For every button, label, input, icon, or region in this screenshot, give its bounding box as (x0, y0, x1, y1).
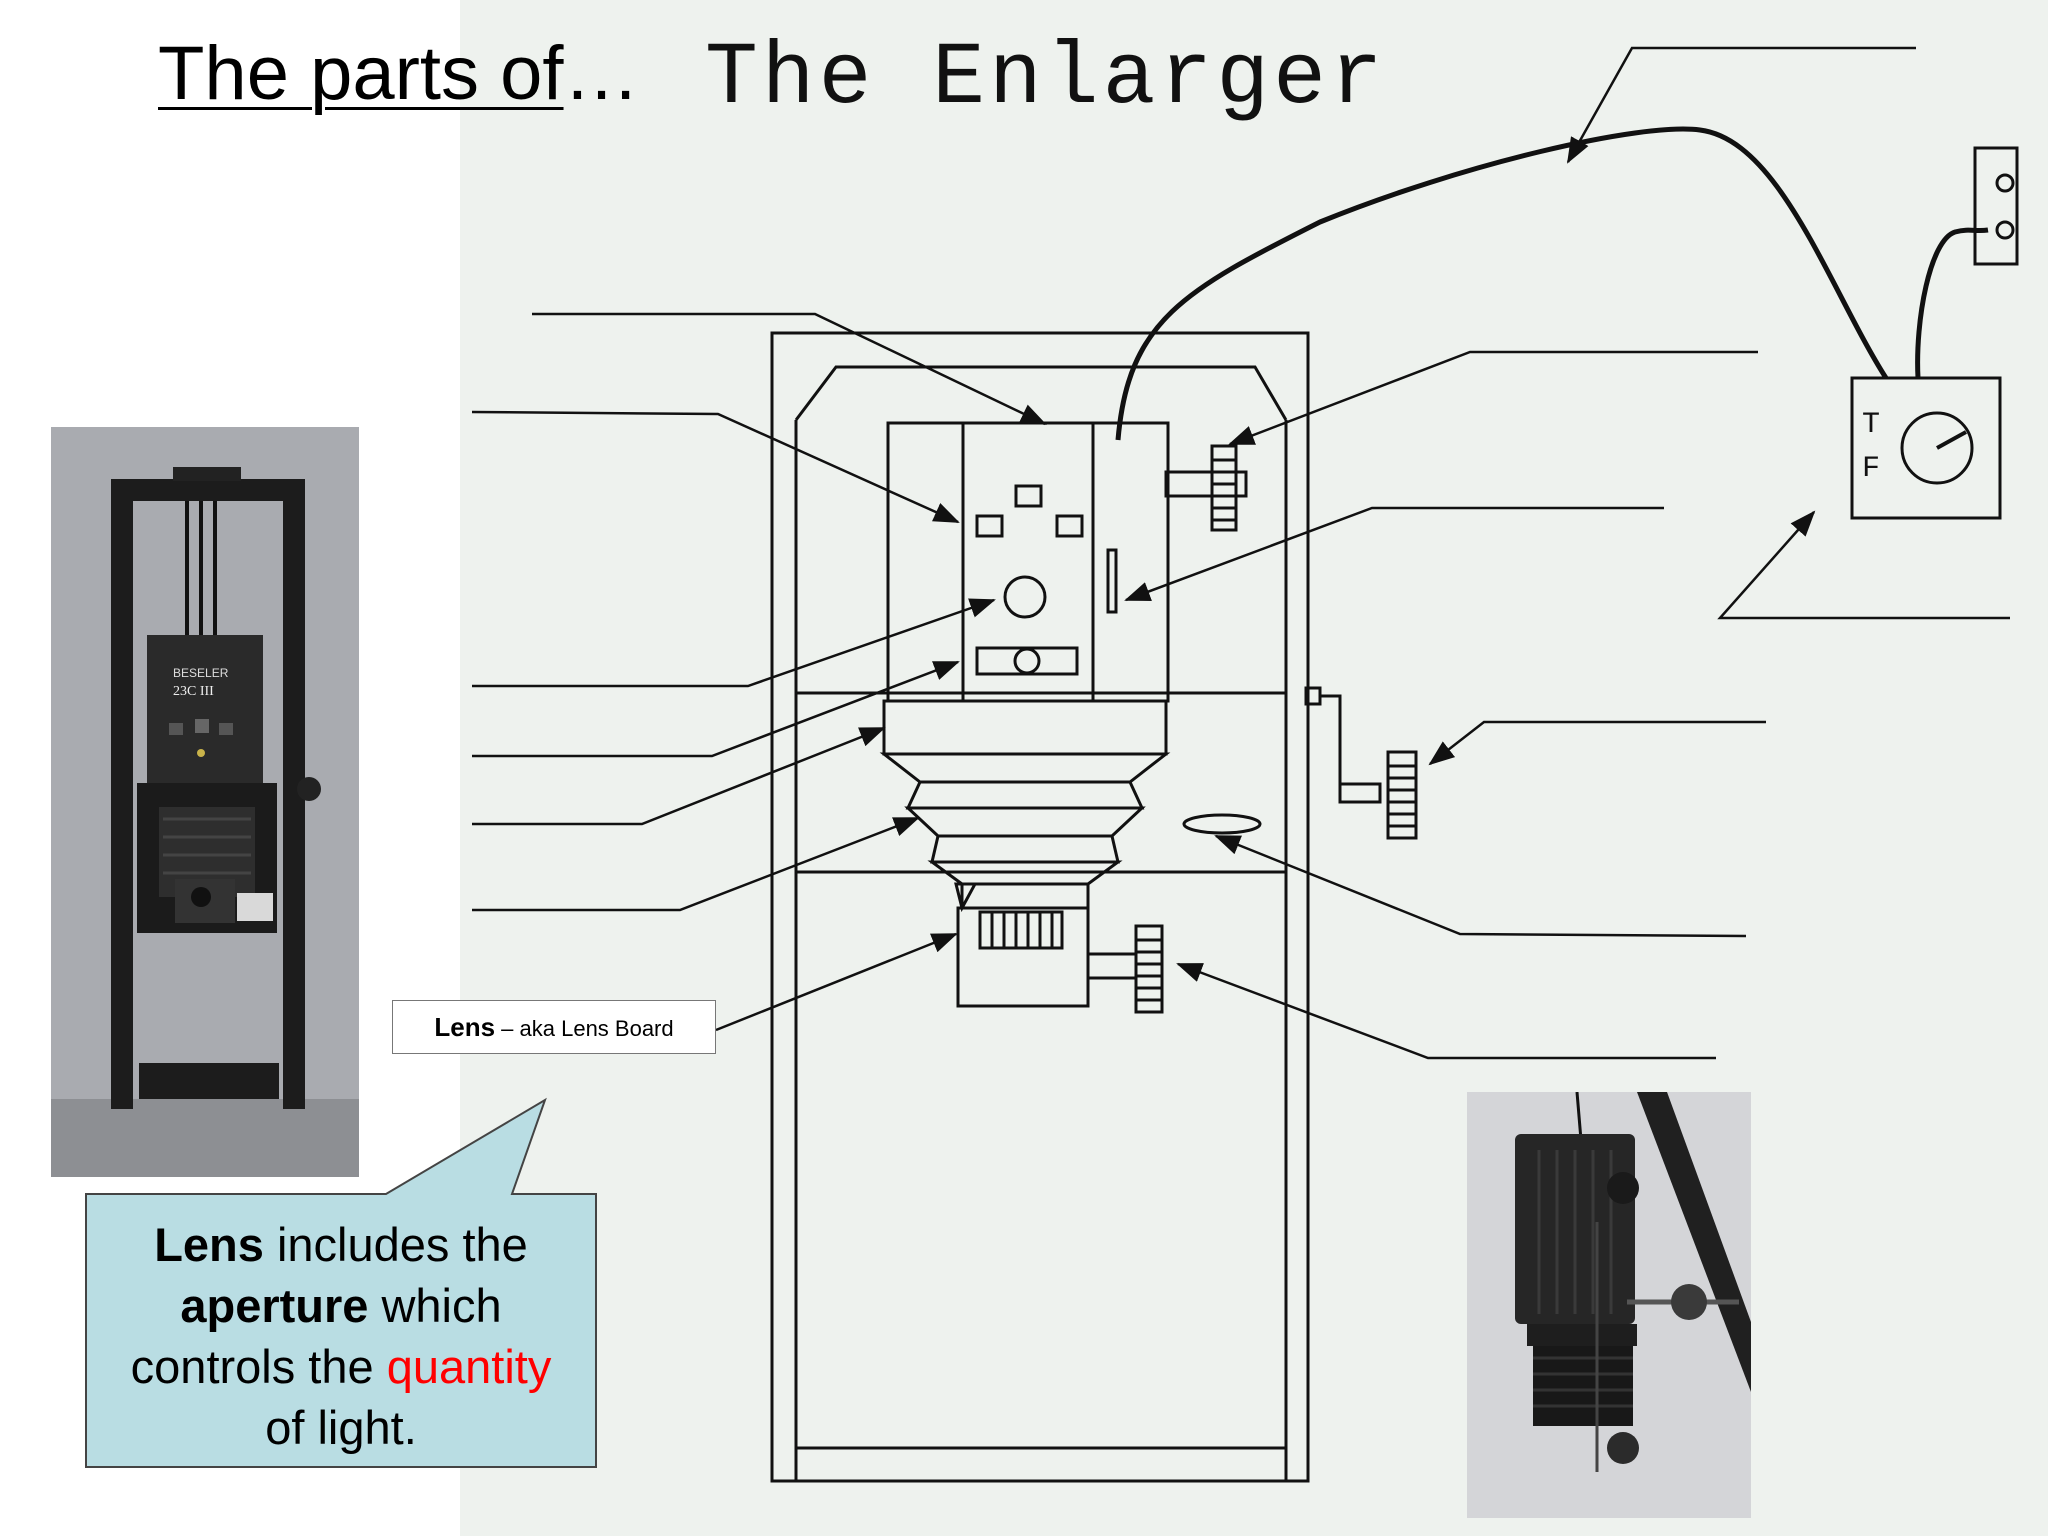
leader-line-timer (1717, 510, 2010, 620)
callout-word-aperture: aperture (180, 1279, 369, 1332)
leader-line-condenser (472, 598, 996, 688)
enlarger-photo-side (1467, 1092, 1751, 1518)
timer-box: T F (1850, 376, 2002, 520)
title-ellipsis: … (563, 31, 640, 116)
timer-letter-f: F (1862, 452, 1880, 486)
lens-label-box: Lens – aka Lens Board (392, 1000, 716, 1054)
callout-text-3: controls the (130, 1340, 387, 1393)
callout-text: Lens includes the aperture which control… (86, 1205, 596, 1467)
slide-title: The parts of… (158, 30, 640, 117)
title-prefix: The parts of (158, 31, 564, 116)
lamp-head (886, 421, 1170, 703)
photo-model-text: 23C III (173, 684, 214, 699)
leader-line-bellows (472, 816, 920, 912)
leader-line-cord (1566, 46, 1916, 164)
leader-line-head-base (472, 660, 960, 758)
elevation-crank (1182, 686, 1418, 840)
callout-word-lens: Lens (154, 1218, 264, 1271)
lens-label-separator: – (495, 1016, 520, 1041)
callout-line-3: controls the quantity (131, 1336, 552, 1397)
leader-line-filter-drawer (471, 410, 960, 524)
bellows (879, 699, 1171, 886)
leader-line-negative-carrier (472, 726, 886, 826)
upper-knob (1164, 444, 1248, 532)
wall-outlet (1973, 146, 2019, 266)
callout-text-1: includes the (263, 1218, 528, 1271)
leader-line-side-slot (1124, 506, 1664, 602)
leader-line-focus-knob (1176, 962, 1716, 1060)
lens-label-term: Lens (434, 1012, 496, 1042)
callout-line-4: of light. (265, 1397, 417, 1458)
callout-line-1: Lens includes the (154, 1214, 528, 1275)
callout-text-4: of light. (265, 1401, 417, 1454)
lens-label-desc: aka Lens Board (519, 1016, 674, 1041)
lens-board-drawing (954, 882, 1164, 1014)
power-cord (1115, 126, 1989, 441)
leader-line-lens (715, 932, 958, 1032)
leader-line-crank (1428, 720, 1766, 766)
callout-line-2: aperture which (180, 1275, 501, 1336)
scanned-title: The Enlarger (705, 30, 1387, 129)
leader-line-opening (1214, 834, 1747, 938)
leader-lines (471, 46, 2010, 1060)
timer-letter-t: T (1862, 408, 1880, 442)
leader-line-upper-knob (1228, 350, 1758, 446)
callout-balloon (85, 1097, 597, 1468)
callout-highlight: quantity (386, 1340, 552, 1393)
enlarger-frame (770, 331, 1310, 1483)
photo-brand-text: BESELER (173, 666, 229, 680)
callout-text-2: which (368, 1279, 502, 1332)
leader-line-lamp-housing (532, 312, 1047, 426)
enlarger-photo-front: BESELER 23C III (51, 427, 359, 1177)
